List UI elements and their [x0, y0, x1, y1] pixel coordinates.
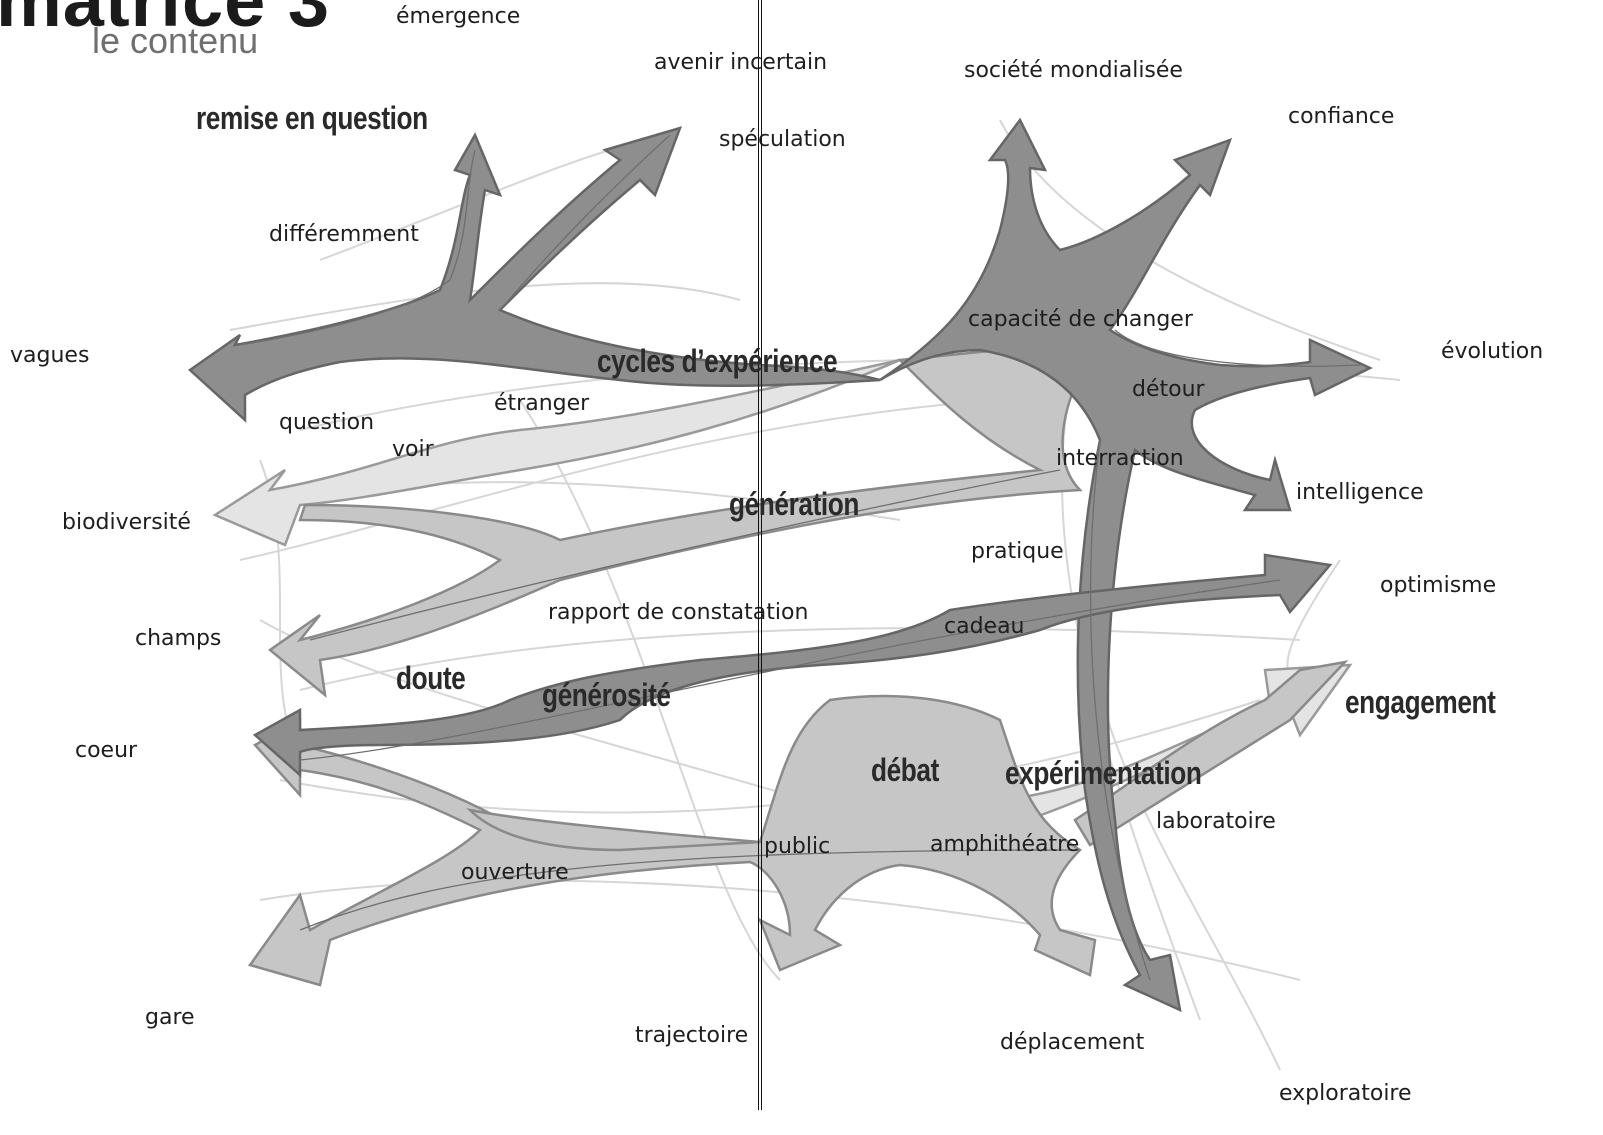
node-gare: gare — [145, 1005, 195, 1030]
node-doute: doute — [396, 660, 466, 696]
node-voir: voir — [392, 437, 434, 462]
node-pratique: pratique — [971, 539, 1064, 564]
node-public: public — [764, 834, 831, 859]
node-vagues: vagues — [10, 343, 90, 368]
node-optimisme: optimisme — [1380, 573, 1497, 598]
node-amphitheatre: amphithéatre — [930, 832, 1080, 857]
node-trajectoire: trajectoire — [635, 1023, 749, 1048]
node-confiance: confiance — [1288, 104, 1395, 129]
outline-sketch — [239, 134, 1361, 981]
node-cycles-experience: cycles d’expérience — [597, 343, 838, 379]
node-differemment: différemment — [269, 222, 419, 247]
node-generation: génération — [729, 486, 860, 522]
node-champs: champs — [135, 626, 222, 651]
node-laboratoire: laboratoire — [1156, 809, 1276, 834]
node-debat: débat — [871, 752, 939, 788]
node-exploratoire: exploratoire — [1279, 1081, 1412, 1106]
node-deplacement: déplacement — [1000, 1030, 1145, 1055]
node-question: question — [279, 410, 375, 435]
node-evolution: évolution — [1441, 339, 1544, 364]
node-remise-en-question: remise en question — [196, 100, 428, 136]
dark-flows — [188, 117, 1373, 1013]
node-experimentation: expérimentation — [1005, 755, 1202, 791]
node-engagement: engagement — [1345, 684, 1496, 720]
node-rapport-de-constatation: rapport de constatation — [548, 600, 809, 625]
node-generosite: générosité — [542, 677, 671, 713]
node-capacite-de-changer: capacité de changer — [968, 307, 1193, 332]
node-speculation: spéculation — [719, 127, 846, 152]
node-biodiversite: biodiversité — [62, 510, 191, 535]
node-emergence: émergence — [396, 4, 521, 29]
page-subtitle: le contenu — [92, 20, 259, 61]
node-cadeau: cadeau — [944, 614, 1025, 639]
node-intelligence: intelligence — [1296, 480, 1424, 505]
center-divider — [758, 0, 762, 1110]
node-societe-mondialisee: société mondialisée — [964, 58, 1183, 83]
node-coeur: coeur — [75, 738, 138, 763]
node-avenir-incertain: avenir incertain — [654, 50, 828, 75]
node-interraction: interraction — [1056, 446, 1184, 471]
node-detour: détour — [1132, 377, 1205, 402]
node-ouverture: ouverture — [461, 860, 569, 885]
page-title: matrice 3 — [0, 0, 330, 42]
node-etranger: étranger — [494, 391, 590, 416]
